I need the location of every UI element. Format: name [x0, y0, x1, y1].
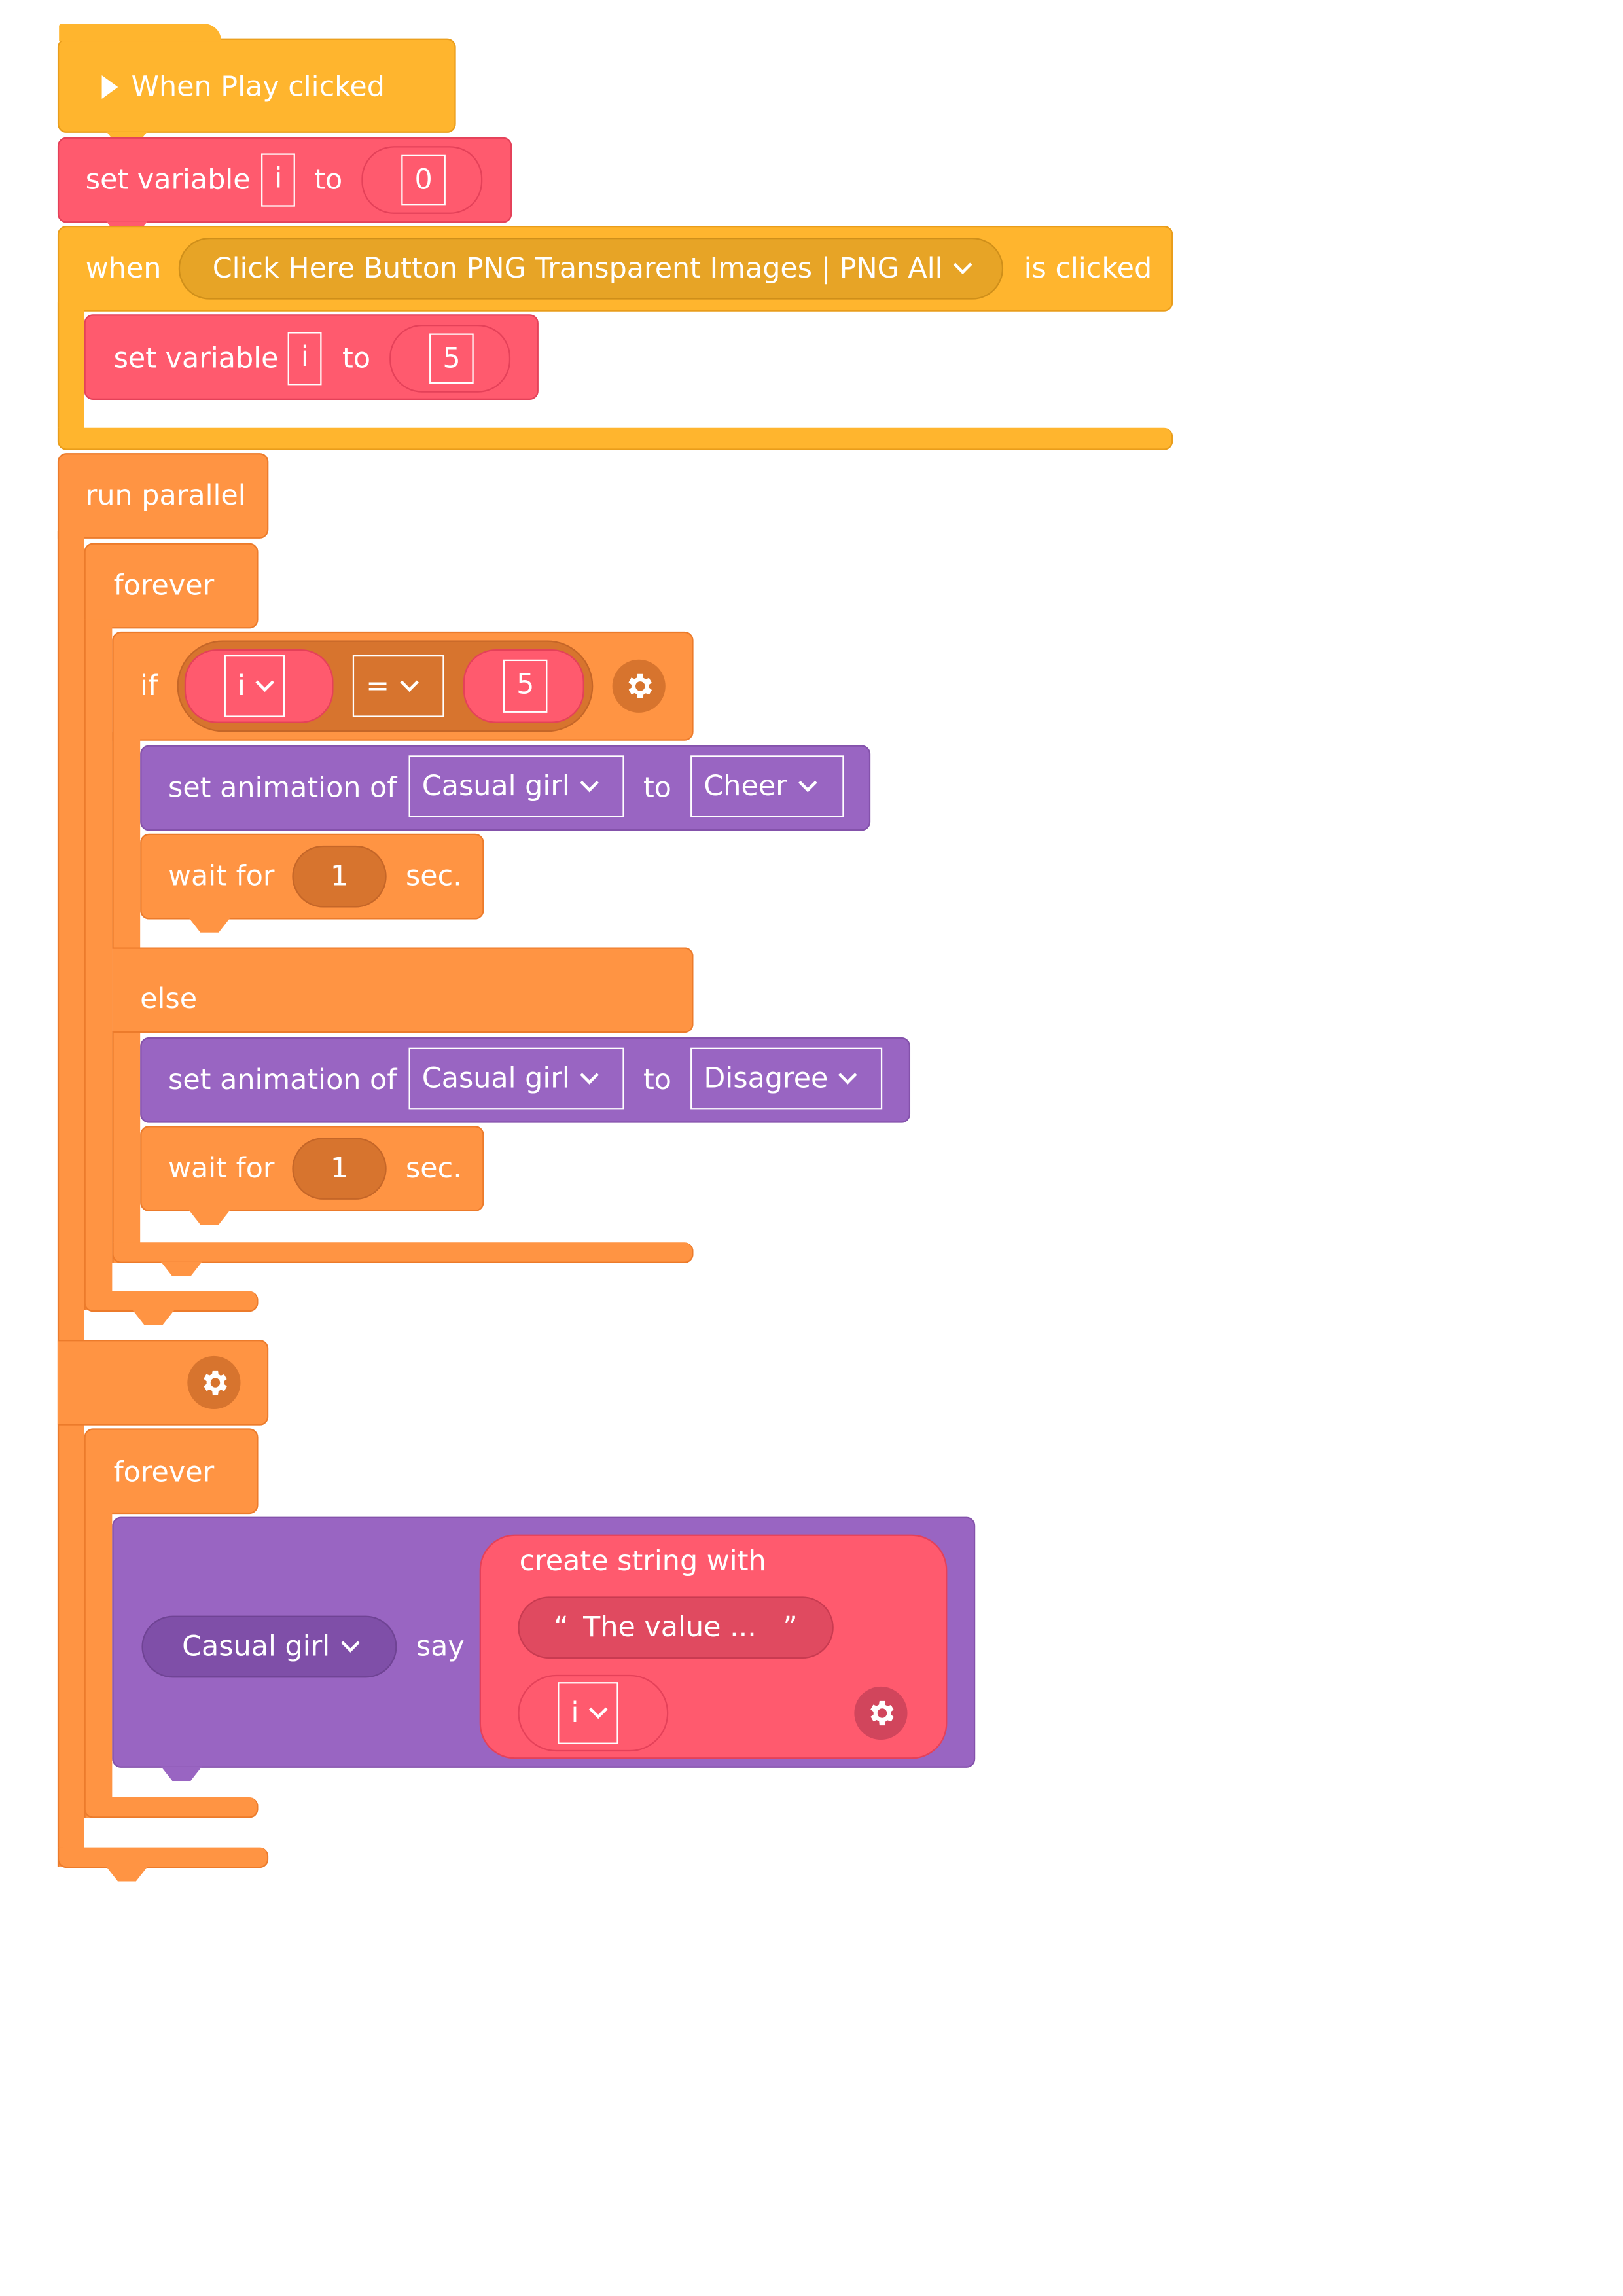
when-label: when	[85, 252, 162, 285]
set-variable-label: set variable	[85, 164, 251, 196]
character-dropdown[interactable]: Casual girl	[408, 755, 624, 817]
to-label: to	[643, 1064, 671, 1097]
gear-icon[interactable]	[854, 1686, 908, 1740]
string-value: The value ...	[583, 1611, 757, 1644]
value-slot[interactable]	[389, 324, 511, 393]
to-label: to	[342, 342, 371, 375]
gear-icon[interactable]	[612, 659, 666, 713]
wait-for-label: wait for	[168, 860, 275, 893]
if-label: if	[140, 670, 158, 703]
run-parallel-block[interactable]	[57, 453, 269, 539]
character-dropdown[interactable]: Casual girl	[408, 1047, 624, 1110]
chevron-down-icon	[838, 1066, 858, 1085]
wait-value[interactable]: 1	[292, 1138, 387, 1200]
value-slot[interactable]	[463, 649, 584, 723]
variable-dropdown[interactable]: i	[224, 655, 285, 717]
else-block[interactable]	[112, 947, 694, 1033]
value-field[interactable]: 0	[401, 154, 446, 206]
forever-block[interactable]	[84, 1428, 259, 1515]
to-label: to	[314, 164, 343, 196]
wait-for-label: wait for	[168, 1152, 275, 1185]
else-label: else	[140, 982, 198, 1016]
close-quote: ”	[783, 1611, 798, 1644]
say-label: say	[416, 1630, 465, 1663]
open-quote: “	[554, 1611, 569, 1644]
set-animation-label: set animation of	[168, 1064, 397, 1097]
chevron-down-icon	[953, 255, 972, 275]
is-clicked-label: is clicked	[1024, 252, 1152, 285]
animation-dropdown[interactable]: Cheer	[690, 755, 844, 817]
to-label: to	[643, 772, 671, 804]
value-field[interactable]: 5	[429, 333, 474, 384]
forever-label: forever	[113, 1456, 215, 1489]
variable-reporter[interactable]	[518, 1674, 669, 1752]
operator-dropdown[interactable]: =	[352, 655, 444, 717]
set-animation-label: set animation of	[168, 772, 397, 804]
set-variable-label: set variable	[113, 342, 279, 375]
chevron-down-icon	[589, 1700, 609, 1719]
animation-dropdown[interactable]: Disagree	[690, 1047, 883, 1110]
chevron-down-icon	[580, 773, 599, 793]
create-string-label: create string with	[519, 1545, 766, 1578]
wait-value[interactable]: 1	[292, 845, 387, 908]
forever-label: forever	[113, 569, 215, 602]
chevron-down-icon	[797, 773, 817, 793]
character-dropdown[interactable]: Casual girl	[141, 1615, 397, 1678]
hat-label: When Play clicked	[131, 71, 385, 103]
variable-field[interactable]: i	[287, 332, 323, 386]
run-parallel-label: run parallel	[85, 479, 246, 512]
when-play-clicked-block[interactable]	[57, 38, 456, 133]
sec-label: sec.	[405, 1152, 462, 1185]
value-field[interactable]: 5	[503, 659, 548, 713]
button-dropdown[interactable]: Click Here Button PNG Transparent Images…	[178, 237, 1004, 300]
variable-dropdown[interactable]: i	[558, 1682, 619, 1744]
gear-icon[interactable]	[187, 1355, 241, 1410]
play-icon	[101, 75, 118, 99]
chevron-down-icon	[580, 1066, 599, 1085]
string-literal[interactable]: “ The value ... ”	[518, 1596, 834, 1659]
sec-label: sec.	[405, 860, 462, 893]
value-slot[interactable]	[361, 146, 483, 214]
variable-reporter[interactable]	[184, 649, 334, 723]
variable-field[interactable]: i	[261, 153, 296, 207]
chevron-down-icon	[255, 673, 275, 692]
forever-block[interactable]	[84, 543, 259, 629]
chevron-down-icon	[340, 1634, 359, 1653]
chevron-down-icon	[400, 673, 419, 692]
